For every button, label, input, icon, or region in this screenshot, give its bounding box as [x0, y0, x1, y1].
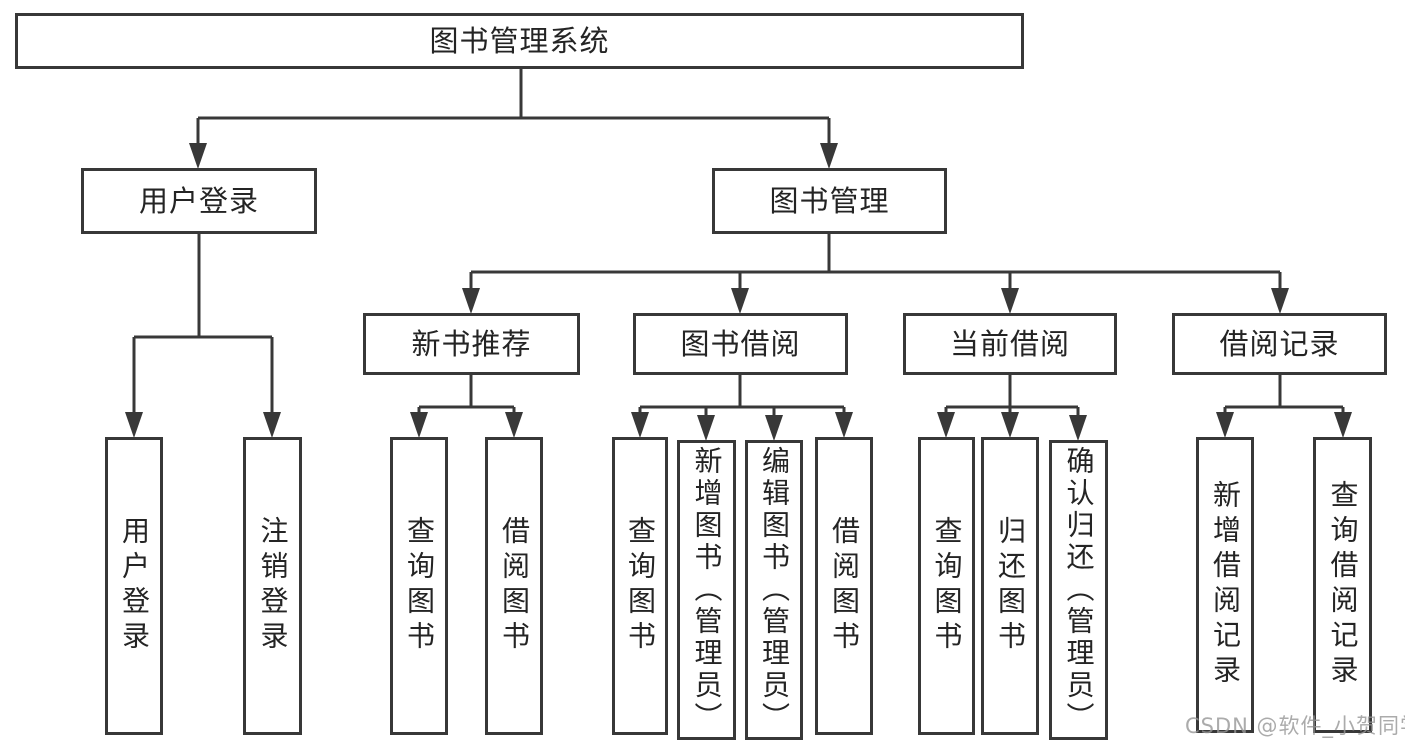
leaf-borrow-add-books-admin-label: 新增图书（管理员）	[690, 446, 724, 734]
leaf-recommend-query-books: 查询图书	[390, 437, 448, 735]
leaf-borrow-add-books-admin: 新增图书（管理员）	[677, 440, 736, 740]
leaf-borrow-query-books: 查询图书	[612, 437, 668, 735]
leaf-records-query-record-label: 查询借阅记录	[1326, 480, 1360, 690]
node-borrow-records: 借阅记录	[1172, 313, 1387, 375]
node-user-login: 用户登录	[81, 168, 317, 234]
leaf-current-confirm-return-admin: 确认归还（管理员）	[1049, 440, 1108, 740]
leaf-borrow-edit-books-admin: 编辑图书（管理员）	[745, 440, 803, 740]
leaf-current-return-books: 归还图书	[981, 437, 1039, 735]
leaf-current-confirm-return-admin-label: 确认归还（管理员）	[1062, 446, 1096, 734]
leaf-borrow-query-books-label: 查询图书	[624, 516, 657, 656]
leaf-user-login: 用户登录	[105, 437, 163, 735]
leaf-recommend-borrow-books-label: 借阅图书	[498, 516, 531, 656]
leaf-records-add-record: 新增借阅记录	[1196, 437, 1254, 733]
node-root: 图书管理系统	[15, 13, 1024, 69]
leaf-recommend-borrow-books: 借阅图书	[485, 437, 543, 735]
leaf-logout: 注销登录	[243, 437, 302, 735]
leaf-current-query-books-label: 查询图书	[930, 516, 964, 656]
leaf-records-query-record: 查询借阅记录	[1313, 437, 1372, 733]
leaf-records-add-record-label: 新增借阅记录	[1209, 480, 1242, 690]
leaf-recommend-query-books-label: 查询图书	[403, 516, 436, 656]
leaf-borrow-edit-books-admin-label: 编辑图书（管理员）	[758, 446, 791, 734]
leaf-logout-label: 注销登录	[256, 516, 290, 656]
watermark: CSDN @软件_小贺同学	[1185, 714, 1405, 738]
node-book-borrow: 图书借阅	[633, 313, 848, 375]
node-current-borrow: 当前借阅	[903, 313, 1117, 375]
leaf-borrow-borrow-books: 借阅图书	[815, 437, 873, 735]
leaf-user-login-label: 用户登录	[118, 516, 151, 656]
leaf-current-query-books: 查询图书	[918, 437, 975, 735]
node-book-management: 图书管理	[712, 168, 947, 234]
leaf-current-return-books-label: 归还图书	[994, 516, 1027, 656]
node-new-book-recommend: 新书推荐	[363, 313, 580, 375]
leaf-borrow-borrow-books-label: 借阅图书	[828, 516, 861, 656]
